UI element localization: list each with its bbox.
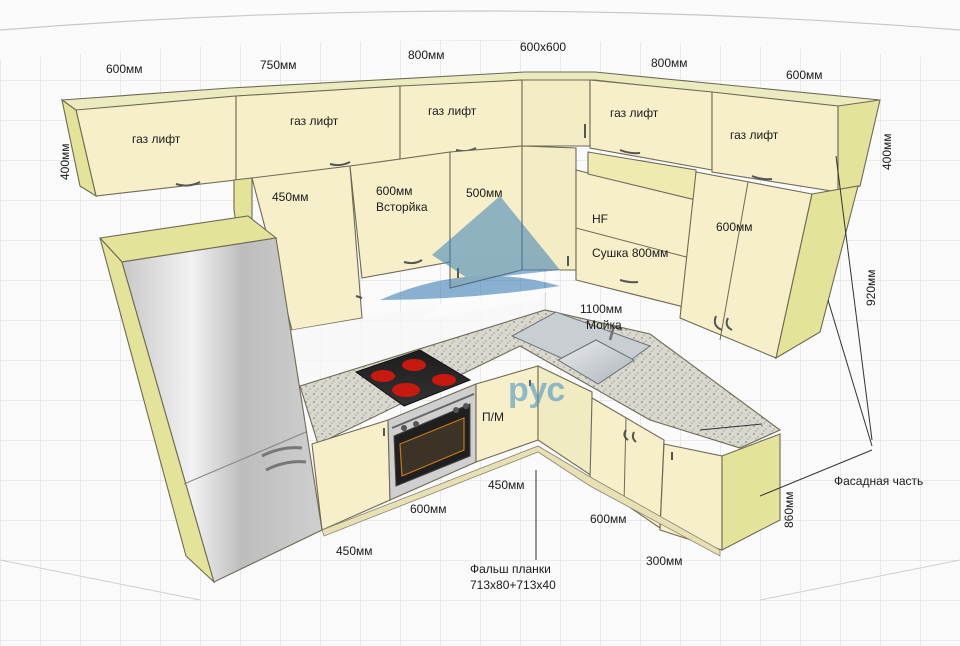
base-cabinets (311, 365, 781, 557)
dim-450-corner: 450мм (488, 478, 525, 492)
gas-lift-label-5: газ лифт (730, 128, 779, 142)
dim-800-right: 800мм (651, 56, 688, 70)
upper-cabinets-second-row (233, 145, 859, 360)
dim-800-left: 800мм (408, 48, 445, 62)
sushka-label: Сушка 800мм (592, 246, 669, 260)
gas-lift-label-3: газ лифт (428, 104, 477, 118)
dim-920: 920мм (864, 269, 878, 306)
dim-600-top-right: 600мм (786, 68, 823, 82)
upper-cabinets-top-row (60, 71, 881, 198)
watermark-text: рус (508, 371, 566, 409)
wall-cabinet-600-vstroika (349, 151, 451, 279)
backsplash (292, 288, 545, 380)
fridge-handle-icon (261, 446, 307, 472)
dim-600x600: 600х600 (520, 40, 567, 54)
dim-1100: 1100мм (580, 302, 623, 316)
hob (354, 349, 472, 407)
filler-label: Фальш планки (470, 562, 551, 576)
dim-450-fridge: 450мм (336, 544, 373, 558)
dim-450-wall: 450мм (272, 190, 309, 204)
countertop (299, 309, 782, 449)
filler-size-label: 713х80+713х40 (470, 578, 556, 592)
sink-bowl (556, 339, 635, 385)
watermark-logo (380, 196, 560, 320)
gas-lift-label-4: газ лифт (610, 106, 659, 120)
gas-lift-label-1: газ лифт (132, 132, 181, 146)
dim-300: 300мм (646, 554, 683, 568)
hf-label: HF (592, 212, 608, 226)
dim-860: 860мм (782, 491, 796, 528)
dishwasher-label: П/М (482, 410, 504, 424)
dim-600-column: 600мм (716, 220, 753, 234)
dim-600-top-left: 600мм (106, 62, 143, 76)
dim-400-left: 400мм (58, 143, 72, 180)
dim-600-vstroika: 600мм (376, 184, 413, 198)
sink-label: Мойка (586, 318, 622, 332)
faucet-icon (608, 324, 623, 341)
gas-lift-label-2: газ лифт (290, 114, 339, 128)
dim-600-right-base: 600мм (590, 512, 627, 526)
upper-corner-cabinet (521, 79, 591, 147)
refrigerator (98, 215, 323, 584)
dim-500-wall: 500мм (466, 186, 503, 200)
facade-label: Фасадная часть (834, 474, 924, 488)
vstroika-label: Всторйка (376, 200, 428, 214)
dim-600-oven: 600мм (410, 502, 447, 516)
upper-cabinet-1 (75, 95, 237, 197)
dimension-lines (535, 155, 873, 560)
dim-750: 750мм (260, 58, 297, 72)
dim-400-right: 400мм (880, 133, 894, 170)
